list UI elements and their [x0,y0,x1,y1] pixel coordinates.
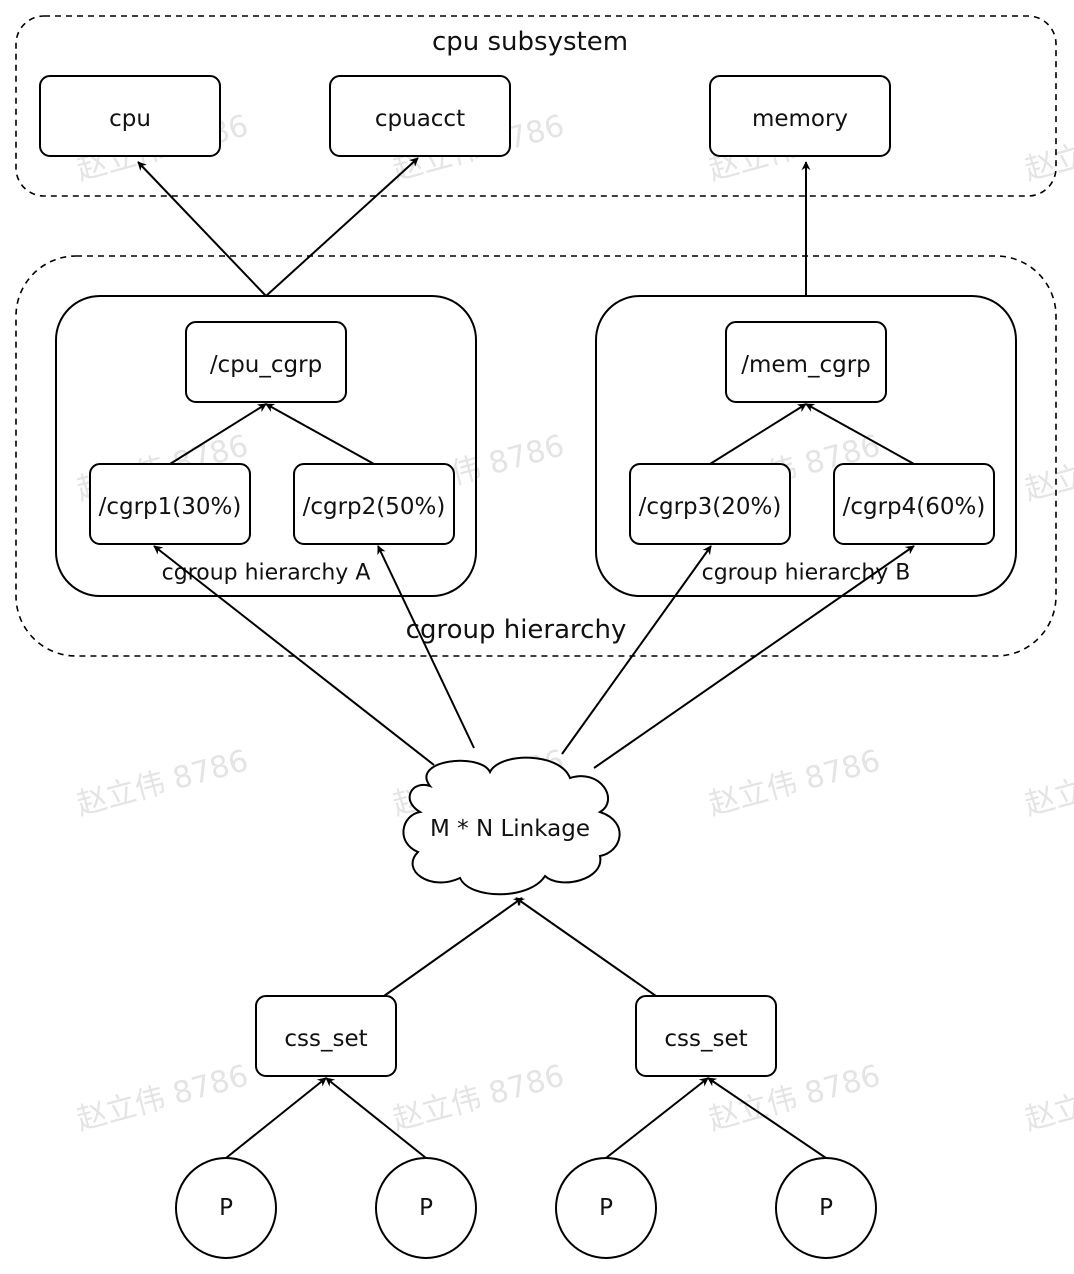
cgrp1-label: /cgrp1(30%) [99,494,242,520]
cpuacct-label: cpuacct [375,106,465,132]
hierarchy-b-label: cgroup hierarchy B [702,561,911,586]
cpuacct-node[interactable]: cpuacct [329,75,511,157]
edge-css-set-left-to-linkage [383,897,523,997]
cgrp2-label: /cgrp2(50%) [303,494,446,520]
process-node[interactable]: P [175,1157,277,1259]
process-label: P [219,1195,233,1221]
cgrp3-node[interactable]: /cgrp3(20%) [629,463,791,545]
watermark-text: 赵立伟 8786 [73,1058,252,1137]
edge-cgrp2-to-cpu-cgrp [265,403,375,465]
edge-hierarchy-a-to-cpuacct [265,157,419,297]
linkage-label: M * N Linkage [430,816,590,842]
mem-cgrp-label: /mem_cgrp [741,352,871,378]
process-label: P [419,1195,433,1221]
linkage-cloud[interactable]: M * N Linkage [402,756,621,896]
css-set-right-node[interactable]: css_set [635,995,777,1077]
memory-node[interactable]: memory [709,75,891,157]
process-node[interactable]: P [375,1157,477,1259]
edge-linkage-to-cgrp3 [561,545,712,755]
process-node[interactable]: P [555,1157,657,1259]
edge-css-set-right-to-linkage [515,897,657,997]
hierarchy-title: cgroup hierarchy [406,615,627,645]
subsystem-container [15,15,1057,197]
cgrp4-node[interactable]: /cgrp4(60%) [833,463,995,545]
cgrp3-label: /cgrp3(20%) [639,494,782,520]
watermark-text: 赵立伟 8786 [73,743,252,822]
process-node[interactable]: P [775,1157,877,1259]
cgrp1-node[interactable]: /cgrp1(30%) [89,463,251,545]
watermark-text: 赵立伟 8786 [1021,108,1074,187]
cpu-label: cpu [109,106,151,132]
cpu-node[interactable]: cpu [39,75,221,157]
edge-linkage-to-cgrp4 [593,545,915,769]
hierarchy-container [15,255,1057,657]
hierarchy-a-label: cgroup hierarchy A [162,561,371,586]
cpu-cgrp-node[interactable]: /cpu_cgrp [185,321,347,403]
edge-process-3-to-css-set-right [605,1077,709,1159]
edge-hierarchy-a-to-cpu [137,161,267,297]
subsystem-title: cpu subsystem [432,27,628,57]
process-label: P [819,1195,833,1221]
memory-label: memory [752,106,848,132]
cgrp4-label: /cgrp4(60%) [843,494,986,520]
watermark-text: 赵立伟 8786 [1021,743,1074,822]
edges [137,157,915,1159]
watermark-text: 赵立伟 8786 [389,1058,568,1137]
cgrp2-node[interactable]: /cgrp2(50%) [293,463,455,545]
edge-linkage-to-cgrp1 [153,545,435,766]
cpu-cgrp-label: /cpu_cgrp [210,352,322,378]
edge-process-1-to-css-set-left [225,1077,327,1159]
process-label: P [599,1195,613,1221]
css-set-right-label: css_set [664,1026,747,1052]
css-set-left-node[interactable]: css_set [255,995,397,1077]
css-set-left-label: css_set [284,1026,367,1052]
edge-linkage-to-cgrp2 [377,545,475,749]
watermark-text: 赵立伟 8786 [705,743,884,822]
watermark-text: 赵立伟 8786 [1021,1058,1074,1137]
watermark-text: 赵立伟 8786 [1021,428,1074,507]
edge-cgrp4-to-mem-cgrp [805,403,915,465]
edge-process-4-to-css-set-right [707,1077,827,1159]
edge-process-2-to-css-set-left [325,1077,427,1159]
edge-cgrp1-to-cpu-cgrp [169,403,267,465]
edge-cgrp3-to-mem-cgrp [709,403,807,465]
mem-cgrp-node[interactable]: /mem_cgrp [725,321,887,403]
